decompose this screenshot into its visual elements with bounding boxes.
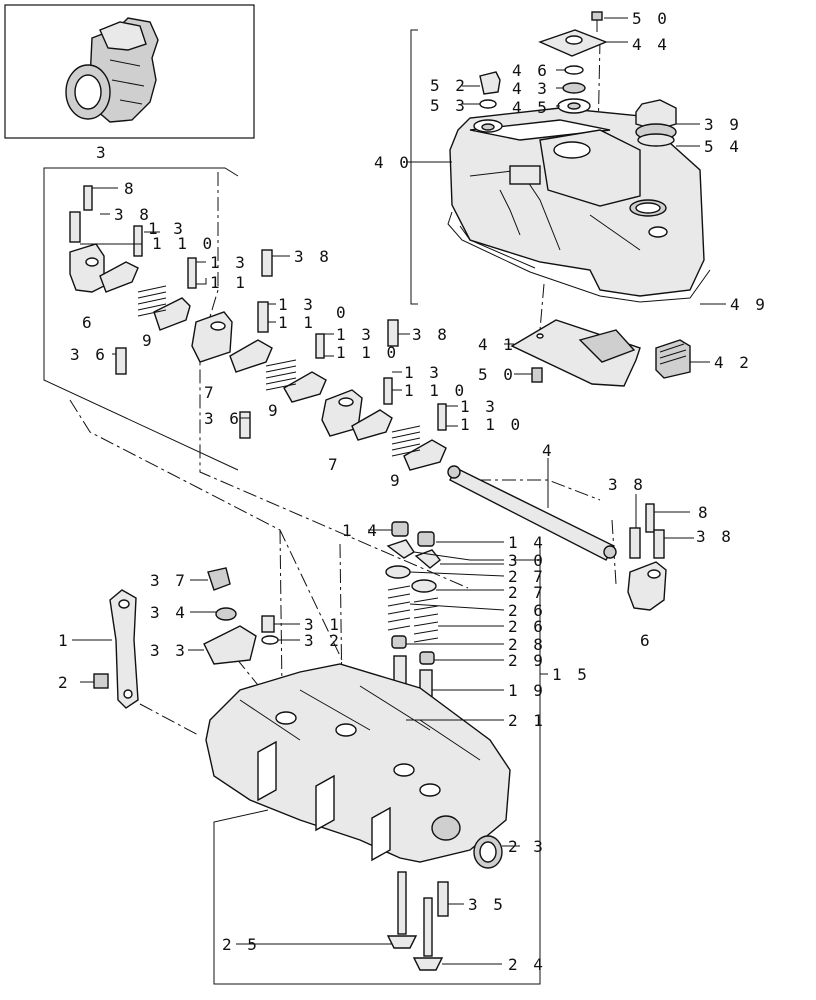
label-24: 2 4 xyxy=(508,955,546,974)
valves-24-25 xyxy=(386,871,444,971)
label-39: 3 9 xyxy=(704,115,742,134)
label-28: 2 8 xyxy=(508,635,546,654)
label-4: 4 xyxy=(542,441,555,460)
label-38: 3 8 xyxy=(114,205,152,224)
bracket-33 xyxy=(203,625,257,665)
bolt-50-top xyxy=(591,11,603,32)
label-33: 3 3 xyxy=(150,641,188,660)
label-45: 4 5 xyxy=(512,98,550,117)
label-37: 3 7 xyxy=(150,571,188,590)
label-49: 4 9 xyxy=(730,295,768,314)
label-36-b: 3 6 xyxy=(204,409,242,428)
label-29: 2 9 xyxy=(508,651,546,670)
label-35: 3 5 xyxy=(468,895,506,914)
label-38-b: 3 8 xyxy=(294,247,332,266)
label-31: 3 1 xyxy=(304,615,342,634)
label-11: 1 1 xyxy=(210,273,248,292)
label-13: 1 3 xyxy=(148,219,186,238)
bolt-37-and-washer-34 xyxy=(207,567,237,621)
breather-element-42 xyxy=(655,339,691,379)
label-19: 1 9 xyxy=(508,681,546,700)
label-38-d: 3 8 xyxy=(608,475,646,494)
label-53: 5 3 xyxy=(430,96,468,115)
oil-filler-cap-39 xyxy=(635,99,677,147)
label-9-c: 9 xyxy=(390,471,403,490)
label-14-b: 1 4 xyxy=(508,533,546,552)
label-8-b: 8 xyxy=(698,503,711,522)
mount-bracket-44 xyxy=(538,29,608,57)
label-38-e: 3 8 xyxy=(696,527,734,546)
label-34: 3 4 xyxy=(150,603,188,622)
label-50: 5 0 xyxy=(632,9,670,28)
label-0: 0 xyxy=(336,303,349,322)
sleeve-31-and-washer-32 xyxy=(261,615,279,645)
label-13-c: 1 3 xyxy=(278,295,316,314)
label-7-b: 7 xyxy=(328,455,341,474)
rocker-support-6-right xyxy=(627,503,667,611)
label-27-b: 2 7 xyxy=(508,583,546,602)
breather-plate-41 xyxy=(510,319,641,387)
label-13-b: 1 3 xyxy=(210,253,248,272)
label-21: 2 1 xyxy=(508,711,546,730)
label-54: 5 4 xyxy=(704,137,742,156)
label-44: 4 4 xyxy=(632,35,670,54)
rocker-support-6-left xyxy=(69,185,105,293)
callout-labels: 5 0 4 4 5 2 4 6 4 3 5 3 4 5 3 9 5 4 4 0 … xyxy=(58,9,768,974)
label-23: 2 3 xyxy=(508,837,546,856)
label-41: 4 1 xyxy=(478,335,516,354)
label-110-b: 1 1 0 xyxy=(336,343,399,362)
label-13-f: 1 3 xyxy=(460,397,498,416)
bolt-50-lower xyxy=(531,367,543,383)
label-3: 3 xyxy=(96,143,109,162)
seal-23 xyxy=(473,835,503,869)
cylinder-head xyxy=(205,663,511,863)
rocker-support-7-a xyxy=(191,301,269,363)
rocker-arm-set-1 xyxy=(99,225,273,331)
label-43: 4 3 xyxy=(512,79,550,98)
rocker-arm-set-3 xyxy=(115,347,447,471)
label-110: 1 1 0 xyxy=(152,234,215,253)
label-27: 2 7 xyxy=(508,567,546,586)
label-1: 1 xyxy=(58,631,71,650)
label-25: 2 5 xyxy=(222,935,260,954)
label-9: 9 xyxy=(142,331,155,350)
label-110-d: 1 1 0 xyxy=(460,415,523,434)
label-6-b: 6 xyxy=(640,631,653,650)
engine-inset-thumbnail xyxy=(4,4,255,139)
lifting-bracket-1 xyxy=(109,589,139,709)
rocker-support-7-b xyxy=(239,389,363,439)
label-7: 7 xyxy=(204,383,217,402)
rocker-arm-set-2 xyxy=(229,319,399,403)
label-110-c: 1 1 0 xyxy=(404,381,467,400)
label-46: 4 6 xyxy=(512,61,550,80)
label-11-b: 1 1 xyxy=(278,313,316,332)
label-6: 6 xyxy=(82,313,95,332)
leader-lines xyxy=(72,17,726,965)
assembly-brackets xyxy=(43,29,541,985)
label-15: 1 5 xyxy=(552,665,590,684)
label-26: 2 6 xyxy=(508,601,546,620)
label-36: 3 6 xyxy=(70,345,108,364)
label-32: 3 2 xyxy=(304,631,342,650)
label-42: 4 2 xyxy=(714,353,752,372)
label-50-lower: 5 0 xyxy=(478,365,516,384)
bolt-2 xyxy=(93,673,109,689)
label-38-c: 3 8 xyxy=(412,325,450,344)
label-14: 1 4 xyxy=(342,521,380,540)
rocker-shaft-4 xyxy=(447,465,617,561)
label-13-e: 1 3 xyxy=(404,363,442,382)
label-13-d: 1 3 xyxy=(336,325,374,344)
label-40: 4 0 xyxy=(374,153,412,172)
dowel-35 xyxy=(437,881,449,917)
valve-cover xyxy=(447,107,711,303)
label-52: 5 2 xyxy=(430,76,468,95)
label-8: 8 xyxy=(124,179,137,198)
label-30: 3 0 xyxy=(508,551,546,570)
label-26-b: 2 6 xyxy=(508,617,546,636)
label-9-b: 9 xyxy=(268,401,281,420)
label-2: 2 xyxy=(58,673,71,692)
